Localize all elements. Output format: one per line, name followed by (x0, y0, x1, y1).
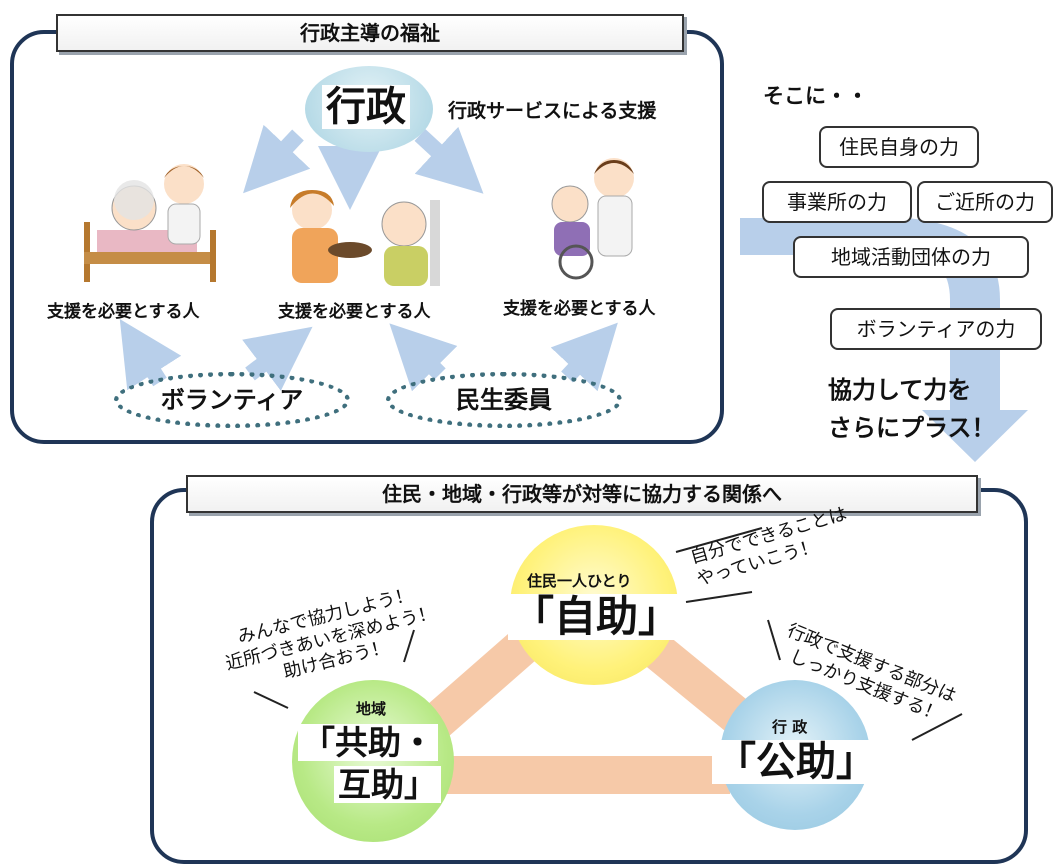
service-label: 行政サービスによる支援 (448, 100, 657, 122)
cheer-line-2: さらにプラス！ (828, 414, 996, 442)
support-arrows (119, 124, 618, 392)
wheelchair-illustration (551, 158, 634, 280)
top-title-tab: 行政主導の福祉 (56, 14, 684, 52)
box-residents: 住民自身の力 (819, 126, 979, 168)
mutual-help-label-2: 互助」 (334, 766, 441, 803)
box-business: 事業所の力 (762, 181, 912, 223)
volunteer-oval: ボランティア (114, 372, 350, 428)
public-help-label: 「公助」 (712, 740, 880, 784)
box-neighbors: ご近所の力 (917, 181, 1053, 223)
box-neighbors-label: ご近所の力 (935, 190, 1035, 214)
volunteer-label: ボランティア (160, 386, 304, 414)
welfare-commissioner-label: 民生委員 (456, 386, 552, 414)
mutual-help-label-1: 「共助・ (298, 724, 438, 761)
box-business-label: 事業所の力 (787, 190, 887, 214)
mutual-help-circle (292, 680, 454, 842)
welfare-commissioner-oval: 民生委員 (386, 372, 622, 428)
mutual-help-sub: 地域 (356, 700, 387, 718)
care-bed-illustration (84, 164, 216, 282)
box-volunteers: ボランティアの力 (830, 308, 1042, 350)
self-help-sub: 住民一人ひとり (527, 572, 632, 590)
bottom-title: 住民・地域・行政等が対等に協力する関係へ (382, 482, 782, 506)
bottom-title-tab: 住民・地域・行政等が対等に協力する関係へ (186, 475, 978, 513)
gov-label: 行政 (322, 85, 410, 129)
cheer-line-1: 協力して力を (828, 376, 972, 404)
public-help-sub: 行 政 (772, 718, 808, 736)
self-help-label: 「自助」 (508, 594, 685, 640)
box-volunteers-label: ボランティアの力 (856, 317, 1016, 341)
box-residents-label: 住民自身の力 (839, 135, 959, 159)
person-label-1: 支援を必要とする人 (47, 302, 200, 322)
top-title: 行政主導の福祉 (300, 21, 440, 45)
person-label-3: 支援を必要とする人 (503, 299, 656, 319)
meal-help-illustration (290, 190, 440, 286)
person-label-2: 支援を必要とする人 (278, 302, 431, 322)
box-community-groups: 地域活動団体の力 (793, 236, 1029, 278)
side-intro: そこに・・ (763, 84, 868, 108)
box-community-groups-label: 地域活動団体の力 (831, 245, 991, 269)
